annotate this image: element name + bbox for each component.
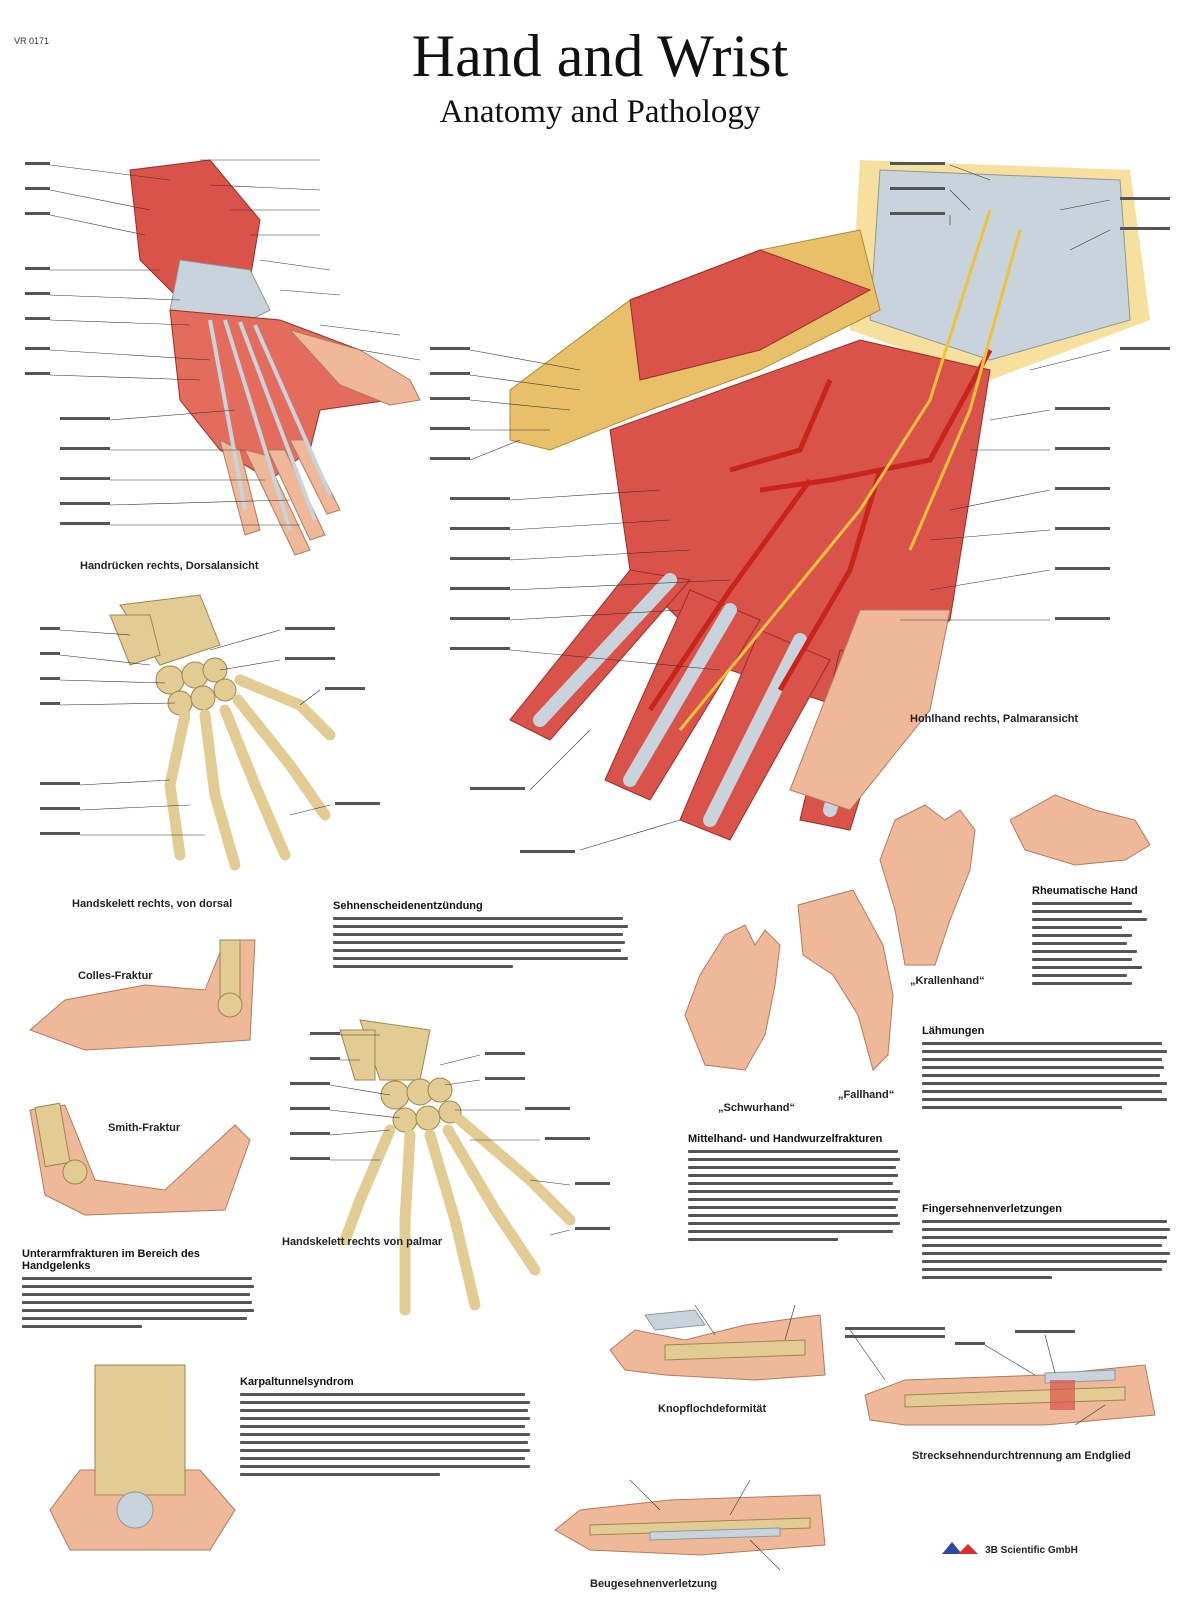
palmar-hand-illustration [430, 160, 1170, 853]
poster-title: Hand and Wrist [411, 23, 789, 89]
section-heading: Sehnenscheidenentzündung [333, 900, 483, 912]
krallenhand-illustration [879, 804, 976, 966]
knopfloch-illustration [609, 1304, 826, 1381]
caption-colles: Colles-Fraktur [78, 970, 153, 982]
caption-schwurhand: „Schwurhand“ [718, 1102, 796, 1114]
section-sehnenscheide: Sehnenscheidenentzündung [333, 900, 633, 972]
section-heading: Lähmungen [922, 1025, 985, 1037]
section-heading: Rheumatische Hand [1032, 885, 1138, 897]
dorsal-hand-muscles-illustration [25, 159, 421, 556]
section-heading: Mittelhand- und Handwurzelfrakturen [688, 1133, 883, 1145]
caption-fallhand: „Fallhand“ [838, 1089, 895, 1101]
caption-knopfloch: Knopflochdeformität [658, 1403, 767, 1415]
caption-dorsal-muscles: Handrücken rechts, Dorsalansicht [80, 560, 259, 572]
caption-palmar-skeleton: Handskelett rechts von palmar [282, 1236, 443, 1248]
section-karpaltunnel: Karpaltunnelsyndrom [240, 1376, 540, 1480]
caption-strecksehne: Strecksehnendurchtrennung am Endglied [912, 1450, 1131, 1462]
caption-smith: Smith-Fraktur [108, 1122, 181, 1134]
beugesehne-illustration [554, 1479, 826, 1571]
section-heading: Unterarmfrakturen im Bereich des Handgel… [22, 1248, 200, 1272]
colles-fracture-illustration [29, 939, 256, 1051]
palmar-skeleton-illustration [290, 1019, 610, 1316]
section-heading: Fingersehnenverletzungen [922, 1203, 1062, 1215]
dorsal-skeleton-illustration [40, 594, 380, 871]
schwurhand-illustration [684, 924, 781, 1071]
section-mittelhand: Mittelhand- und Handwurzelfrakturen [688, 1133, 908, 1245]
publisher-name: 3B Scientific GmbH [985, 1545, 1078, 1556]
strecksehne-illustration [845, 1327, 1156, 1426]
section-fingersehnen: Fingersehnenverletzungen [922, 1203, 1177, 1283]
section-laehmungen: Lähmungen [922, 1025, 1172, 1113]
caption-krallenhand: „Krallenhand“ [910, 975, 985, 987]
fallhand-illustration [797, 889, 894, 1071]
publisher-logo: 3B Scientific GmbH [940, 1540, 1078, 1560]
poster-subtitle: Anatomy and Pathology [439, 94, 761, 130]
smith-fracture-illustration [29, 1102, 251, 1216]
caption-palmar-muscles: Hohlhand rechts, Palmaransicht [910, 713, 1079, 725]
karpaltunnel-illustration [49, 1364, 236, 1551]
caption-dorsal-skeleton: Handskelett rechts, von dorsal [72, 898, 233, 910]
section-heading: Karpaltunnelsyndrom [240, 1376, 354, 1388]
publisher-logo-mark [942, 1542, 978, 1554]
caption-beugesehne: Beugesehnenverletzung [590, 1578, 718, 1590]
rheumatic-hand-illustration [1009, 794, 1151, 866]
section-rheuma: Rheumatische Hand [1032, 885, 1172, 989]
product-code: VR 0171 [14, 36, 50, 46]
section-unterarmfraktur: Unterarmfrakturen im Bereich des Handgel… [22, 1248, 257, 1332]
